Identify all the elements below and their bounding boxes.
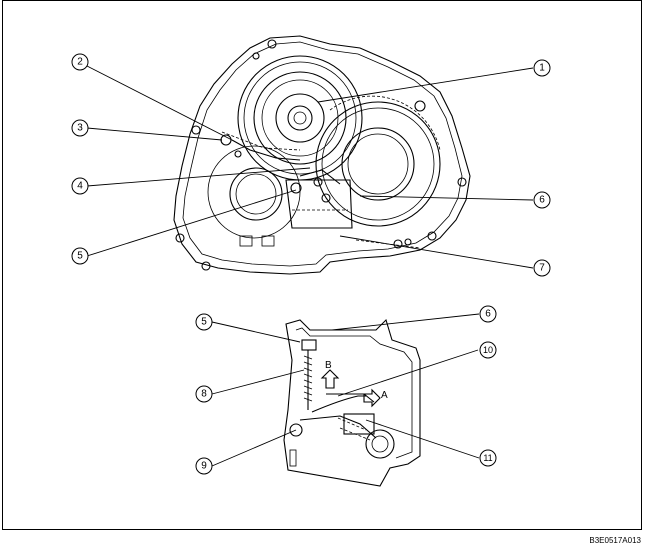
svg-text:6: 6 <box>539 195 545 206</box>
callout-8: 8 <box>195 385 213 403</box>
figure-code: B3E0517A013 <box>589 536 641 545</box>
leader-lines <box>86 65 534 467</box>
svg-text:6: 6 <box>485 309 491 320</box>
callout-1: 1 <box>533 59 551 77</box>
view-label-a: A <box>381 390 388 401</box>
callout-6-detail: 6 <box>479 305 497 323</box>
callout-10: 10 <box>479 341 497 359</box>
callout-5-detail: 5 <box>195 313 213 331</box>
svg-text:2: 2 <box>77 57 83 68</box>
svg-text:5: 5 <box>201 317 207 328</box>
svg-text:9: 9 <box>201 461 207 472</box>
svg-text:8: 8 <box>201 389 207 400</box>
svg-text:10: 10 <box>483 345 493 355</box>
callout-11: 11 <box>479 449 497 467</box>
callout-6: 6 <box>533 191 551 209</box>
svg-text:1: 1 <box>539 63 545 74</box>
callout-3: 3 <box>71 119 89 137</box>
svg-text:4: 4 <box>77 181 83 192</box>
transaxle-case-top-view <box>173 35 471 275</box>
svg-text:11: 11 <box>483 453 492 463</box>
callout-5: 5 <box>71 247 89 265</box>
svg-text:7: 7 <box>539 263 545 274</box>
callout-7: 7 <box>533 259 551 277</box>
figure-frame <box>2 0 642 530</box>
callout-4: 4 <box>71 177 89 195</box>
view-label-b: B <box>325 360 332 371</box>
parking-mechanism-detail-view <box>283 318 421 487</box>
callout-9: 9 <box>195 457 213 475</box>
svg-text:3: 3 <box>77 123 83 134</box>
svg-text:5: 5 <box>77 251 83 262</box>
callout-2: 2 <box>71 53 89 71</box>
